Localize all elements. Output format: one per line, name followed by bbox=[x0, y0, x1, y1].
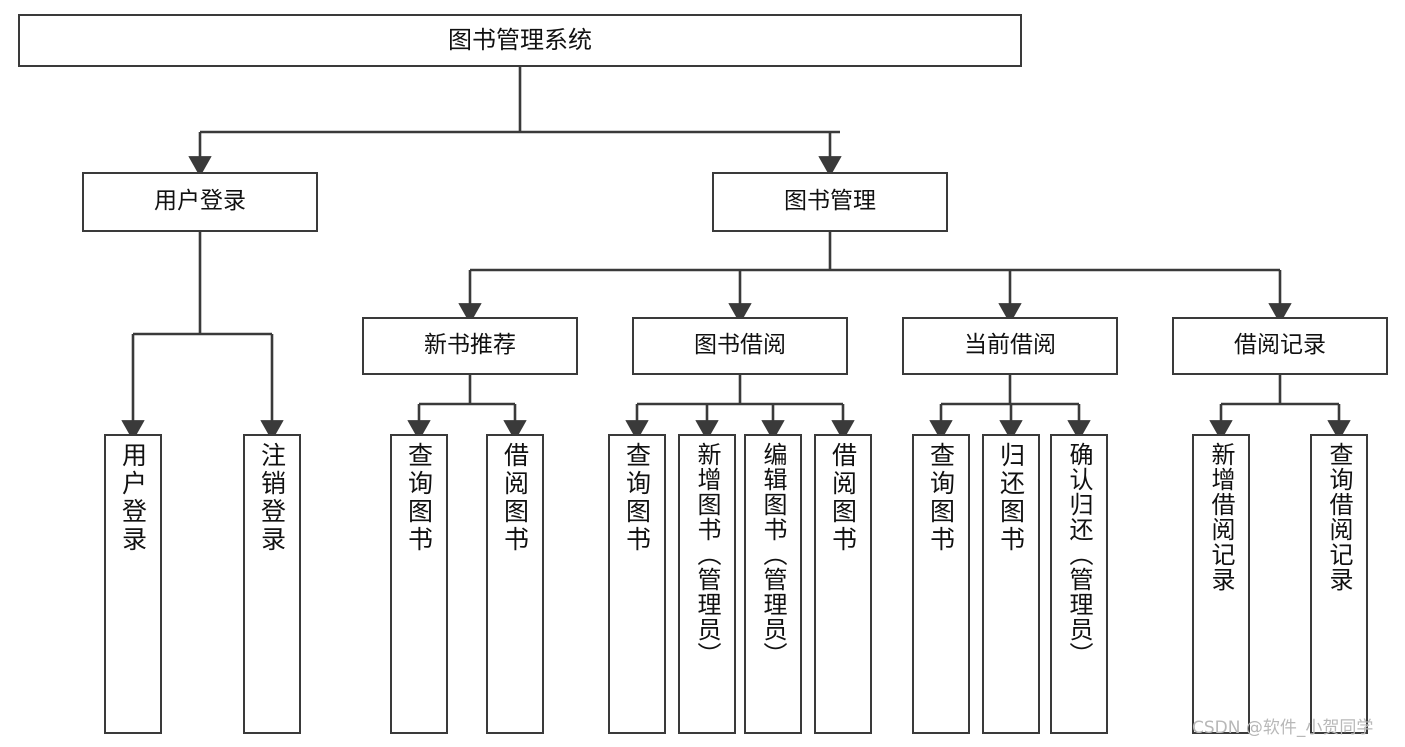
node-user-login[interactable]: 用户登录 bbox=[82, 172, 318, 232]
node-user-login-leaf-label: 用户登录 bbox=[118, 442, 148, 554]
node-borrow-book[interactable]: 借阅图书 bbox=[814, 434, 872, 734]
node-query-borrow-record[interactable]: 查询借阅记录 bbox=[1310, 434, 1368, 734]
node-confirm-return-admin-label: 确认归还（管理员） bbox=[1065, 442, 1093, 667]
node-add-borrow-record[interactable]: 新增借阅记录 bbox=[1192, 434, 1250, 734]
node-logout-leaf-label: 注销登录 bbox=[257, 442, 287, 554]
node-book-borrow[interactable]: 图书借阅 bbox=[632, 317, 848, 375]
node-query-book-borrow[interactable]: 查询图书 bbox=[608, 434, 666, 734]
node-add-book-admin[interactable]: 新增图书（管理员） bbox=[678, 434, 736, 734]
node-borrow-book-rec-label: 借阅图书 bbox=[500, 442, 530, 554]
node-book-manage-label: 图书管理 bbox=[784, 188, 876, 215]
node-current-borrow[interactable]: 当前借阅 bbox=[902, 317, 1118, 375]
node-query-book-borrow-label: 查询图书 bbox=[622, 442, 652, 554]
node-edit-book-admin[interactable]: 编辑图书（管理员） bbox=[744, 434, 802, 734]
node-query-book-current[interactable]: 查询图书 bbox=[912, 434, 970, 734]
node-new-book-recommend-label: 新书推荐 bbox=[424, 332, 516, 359]
node-query-book-rec[interactable]: 查询图书 bbox=[390, 434, 448, 734]
node-return-book-label: 归还图书 bbox=[996, 442, 1026, 554]
node-book-manage[interactable]: 图书管理 bbox=[712, 172, 948, 232]
node-book-borrow-label: 图书借阅 bbox=[694, 332, 786, 359]
node-query-book-rec-label: 查询图书 bbox=[404, 442, 434, 554]
node-new-book-recommend[interactable]: 新书推荐 bbox=[362, 317, 578, 375]
node-add-book-admin-label: 新增图书（管理员） bbox=[693, 442, 721, 667]
node-user-login-leaf[interactable]: 用户登录 bbox=[104, 434, 162, 734]
node-add-borrow-record-label: 新增借阅记录 bbox=[1207, 442, 1235, 592]
node-user-login-label: 用户登录 bbox=[154, 188, 246, 215]
node-borrow-record-label: 借阅记录 bbox=[1234, 332, 1326, 359]
node-root[interactable]: 图书管理系统 bbox=[18, 14, 1022, 67]
node-edit-book-admin-label: 编辑图书（管理员） bbox=[759, 442, 787, 667]
node-return-book[interactable]: 归还图书 bbox=[982, 434, 1040, 734]
watermark-text: CSDN @软件_小贺同学 bbox=[1192, 718, 1374, 738]
node-borrow-book-rec[interactable]: 借阅图书 bbox=[486, 434, 544, 734]
node-query-book-current-label: 查询图书 bbox=[926, 442, 956, 554]
node-current-borrow-label: 当前借阅 bbox=[964, 332, 1056, 359]
node-borrow-book-label: 借阅图书 bbox=[828, 442, 858, 554]
node-confirm-return-admin[interactable]: 确认归还（管理员） bbox=[1050, 434, 1108, 734]
node-query-borrow-record-label: 查询借阅记录 bbox=[1325, 442, 1353, 592]
node-borrow-record[interactable]: 借阅记录 bbox=[1172, 317, 1388, 375]
node-logout-leaf[interactable]: 注销登录 bbox=[243, 434, 301, 734]
node-root-label: 图书管理系统 bbox=[448, 26, 592, 55]
